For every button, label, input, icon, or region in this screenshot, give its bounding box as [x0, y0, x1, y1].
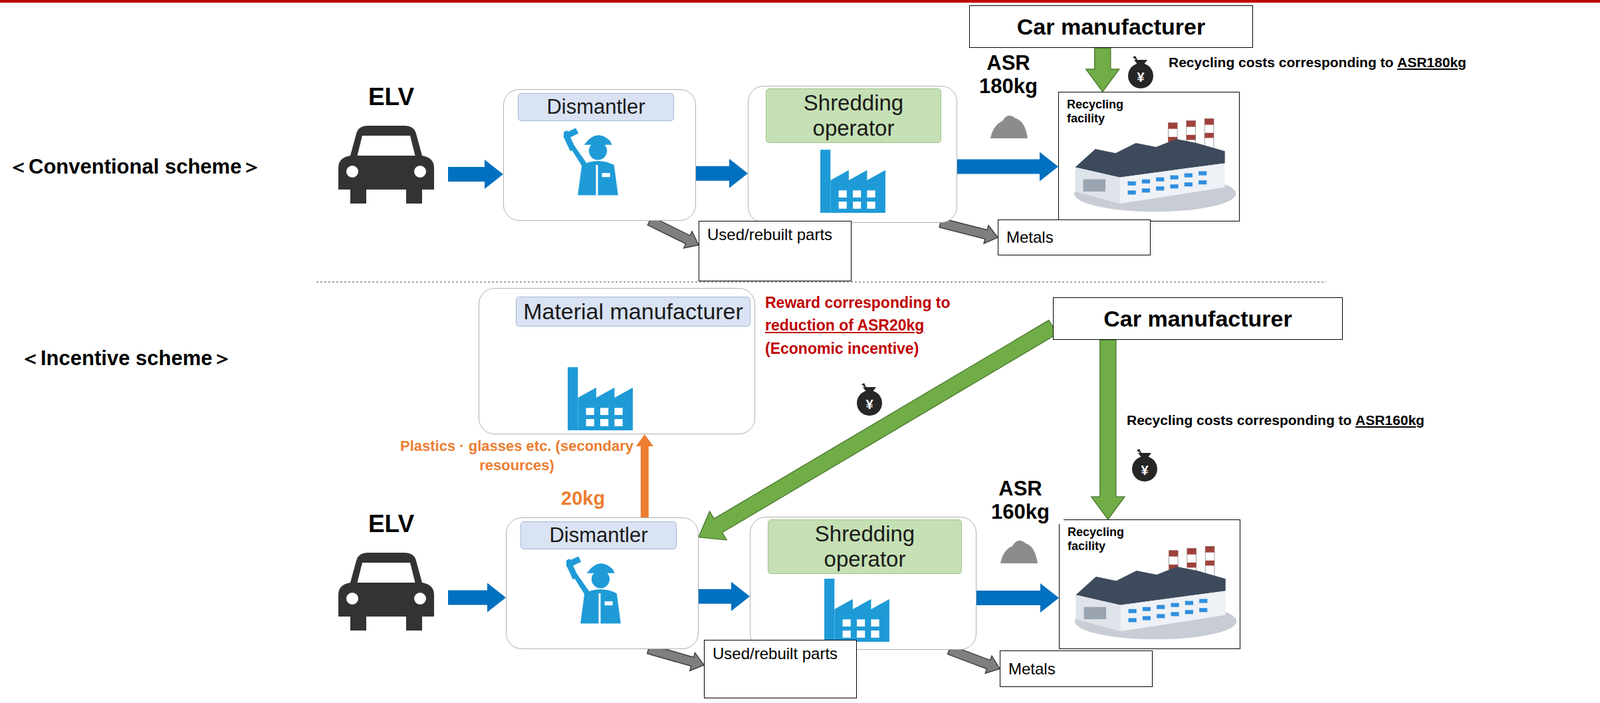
grey-arrow — [939, 218, 998, 244]
process-box: Dismantler — [505, 517, 699, 649]
note-label: Recycling costs corresponding to — [1126, 412, 1352, 429]
node-label: Recycling facility — [1066, 97, 1160, 125]
blue-arrow — [698, 581, 750, 611]
banner: Material manufacturer — [515, 296, 751, 327]
banner: Dismantler — [520, 521, 677, 550]
asr-pile — [1000, 540, 1038, 564]
note-label: (Economic incentive) — [765, 339, 919, 358]
process-box: Used/rebuilt parts — [698, 220, 852, 282]
icon — [336, 123, 437, 211]
node-label: Car manufacturer — [1103, 305, 1292, 332]
icon — [563, 128, 631, 201]
process-box: Car manufacturer — [969, 5, 1254, 48]
arrow-shape — [1086, 47, 1120, 92]
edge-label: ASR 180kg — [965, 51, 1052, 99]
blue-arrow — [695, 158, 748, 189]
money-bag — [1128, 55, 1154, 89]
blue-arrow — [448, 159, 504, 189]
icon — [565, 366, 635, 433]
note-label: ASR180kg — [1397, 54, 1467, 71]
note-label: Reward corresponding to — [765, 293, 951, 312]
yen-sign: ¥ — [1137, 69, 1145, 86]
icon — [822, 578, 892, 645]
banner: Shredding operator — [767, 519, 962, 574]
process-box: Metals — [997, 219, 1151, 256]
process-box: Shredding operator — [747, 85, 958, 223]
arrow-shape — [448, 159, 504, 189]
node-label: Dismantler — [546, 95, 645, 119]
arrow-shape — [1091, 339, 1125, 520]
facility-box: Recycling facility — [1058, 91, 1240, 222]
orange-arrow — [636, 434, 654, 518]
arrow-shape — [939, 218, 998, 244]
arrow-shape — [636, 434, 654, 518]
node-label: Metals — [1006, 226, 1054, 248]
arrow-shape — [647, 216, 699, 248]
node-label: Material manufacturer — [523, 298, 744, 324]
blue-arrow — [957, 152, 1059, 182]
money-bag — [856, 382, 883, 416]
arrow-shape — [976, 582, 1059, 613]
arrow-shape — [957, 152, 1059, 182]
separator — [316, 281, 1327, 283]
edge-label: ASR 160kg — [977, 476, 1064, 524]
node-label: Used/rebuilt parts — [712, 642, 849, 664]
note-label: Plastics · glasses etc. (secondary resou… — [398, 436, 635, 475]
yen-sign: ¥ — [866, 396, 874, 413]
banner: Dismantler — [517, 93, 675, 121]
elv-figure: ELV — [334, 83, 449, 210]
process-box: Shredding operator — [749, 516, 977, 650]
grey-arrow — [647, 216, 699, 248]
process-box: Dismantler — [503, 89, 696, 221]
money-bag — [1132, 448, 1158, 482]
green-arrow — [1091, 339, 1125, 520]
process-box: Material manufacturer — [478, 287, 756, 435]
note-label: 20kg — [561, 487, 605, 510]
top-bar — [0, 0, 1600, 3]
icon — [336, 550, 437, 637]
facility-box: Recycling facility — [1058, 519, 1241, 649]
node-label: Shredding operator — [814, 521, 915, 572]
banner: Shredding operator — [765, 88, 942, 143]
arrow-shape — [698, 581, 750, 611]
yen-sign: ¥ — [1141, 462, 1149, 478]
scheme-title: ＜Incentive scheme＞ — [19, 344, 233, 373]
node-label: Used/rebuilt parts — [707, 224, 843, 245]
note-label: reduction of ASR20kg — [765, 316, 924, 335]
node-label: ELV — [334, 83, 449, 112]
process-box: Metals — [999, 650, 1153, 687]
icon — [566, 556, 633, 629]
asr-pile — [990, 115, 1028, 139]
node-label: Recycling facility — [1067, 525, 1161, 553]
node-label: Shredding operator — [803, 90, 904, 141]
node-label: ELV — [334, 510, 449, 538]
node-label: Metals — [1008, 658, 1056, 679]
green-arrow — [1086, 47, 1120, 92]
arrow-shape — [695, 158, 748, 189]
elv-figure: ELV — [334, 510, 449, 637]
icon — [818, 149, 888, 216]
process-box: Car manufacturer — [1052, 297, 1343, 340]
blue-arrow — [448, 582, 506, 612]
blue-arrow — [976, 582, 1059, 613]
node-label: Car manufacturer — [1017, 13, 1206, 40]
scheme-title: ＜Conventional scheme＞ — [7, 152, 262, 181]
note-label: ASR160kg — [1355, 412, 1425, 429]
process-box: Used/rebuilt parts — [703, 639, 857, 698]
node-label: Dismantler — [549, 523, 648, 547]
arrow-shape — [448, 582, 506, 612]
note-label: Recycling costs corresponding to — [1168, 54, 1394, 71]
